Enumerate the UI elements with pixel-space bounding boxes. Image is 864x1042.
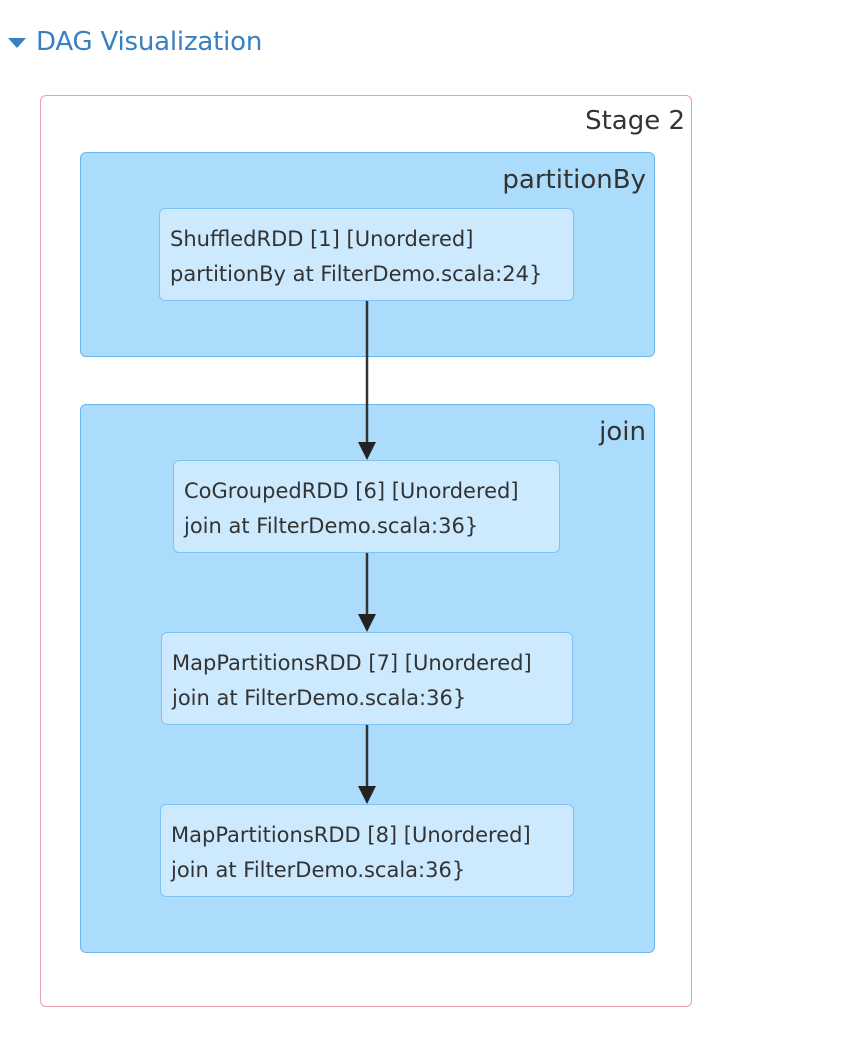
rdd-node-title: ShuffledRDD [1] [Unordered] (170, 227, 474, 251)
expand-triangle-icon (8, 38, 26, 48)
cluster-title-join: join (599, 417, 646, 447)
rdd-node-mappartitionsrdd-8[interactable]: MapPartitionsRDD [8] [Unordered] join at… (160, 804, 574, 897)
rdd-node-title: MapPartitionsRDD [8] [Unordered] (171, 823, 531, 847)
rdd-node-callsite: join at FilterDemo.scala:36} (172, 686, 467, 710)
rdd-node-callsite: join at FilterDemo.scala:36} (171, 858, 466, 882)
rdd-node-title: MapPartitionsRDD [7] [Unordered] (172, 651, 532, 675)
rdd-node-shuffledrdd-1[interactable]: ShuffledRDD [1] [Unordered] partitionBy … (159, 208, 574, 301)
dag-visualization-label[interactable]: DAG Visualization (36, 27, 263, 57)
rdd-node-callsite: partitionBy at FilterDemo.scala:24} (170, 262, 543, 286)
rdd-node-mappartitionsrdd-7[interactable]: MapPartitionsRDD [7] [Unordered] join at… (161, 632, 573, 725)
rdd-node-title: CoGroupedRDD [6] [Unordered] (184, 479, 519, 503)
stage-title: Stage 2 (585, 106, 685, 136)
rdd-node-callsite: join at FilterDemo.scala:36} (184, 514, 479, 538)
dag-visualization-toggle[interactable]: DAG Visualization (8, 24, 262, 60)
cluster-title-partitionby: partitionBy (502, 165, 646, 195)
rdd-node-cogroupedrdd-6[interactable]: CoGroupedRDD [6] [Unordered] join at Fil… (173, 460, 560, 553)
